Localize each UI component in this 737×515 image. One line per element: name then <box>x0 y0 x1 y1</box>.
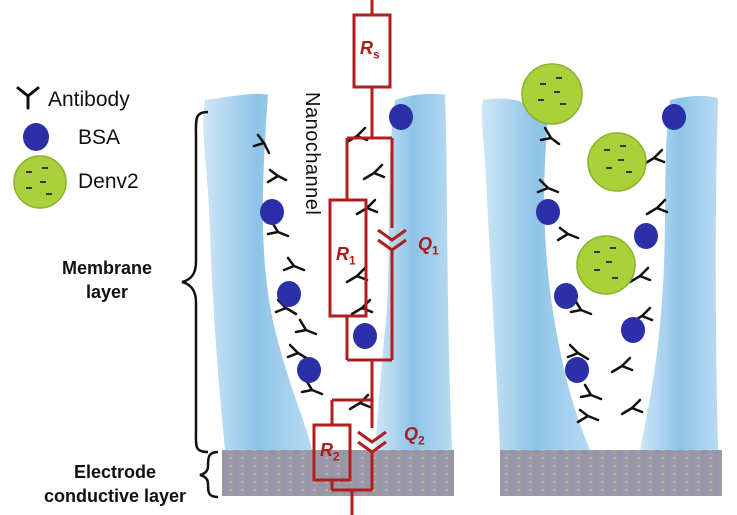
membrane-layer-label: Membrane layer <box>42 256 172 304</box>
antibody <box>266 168 288 184</box>
antibody <box>539 126 561 146</box>
left-bsa <box>260 104 413 383</box>
antibody <box>362 163 386 181</box>
antibody <box>642 148 666 166</box>
bsa-molecule <box>260 199 284 225</box>
legend-bsa-label: BSA <box>78 126 121 149</box>
legend-antibody-icon <box>16 86 40 110</box>
bsa-molecule <box>277 281 301 307</box>
right-denv2 <box>521 63 647 295</box>
left-membrane-wall-right <box>375 93 452 450</box>
right-electrode-layer <box>500 450 722 496</box>
right-antibodies <box>536 126 669 424</box>
antibody <box>628 266 652 284</box>
antibody <box>348 393 372 411</box>
antibody <box>576 408 600 424</box>
q1-label: Q1 <box>418 234 439 258</box>
left-antibodies <box>252 126 386 411</box>
bsa-molecule <box>389 104 413 130</box>
denv2-particle <box>576 235 636 295</box>
denv2-particle <box>587 132 647 192</box>
left-electrode-layer <box>222 450 454 496</box>
left-membrane <box>203 93 452 450</box>
rs-label: Rs <box>360 38 380 62</box>
antibody <box>566 343 590 361</box>
antibody <box>286 343 310 361</box>
legend-denv2-charges <box>26 167 52 195</box>
antibody <box>556 226 580 242</box>
right-bsa <box>536 104 686 383</box>
right-membrane-wall-left <box>481 98 590 450</box>
bsa-molecule <box>536 199 560 225</box>
bsa-molecule <box>554 283 578 309</box>
membrane-label-line2: layer <box>85 282 129 302</box>
membrane-label-line1: Membrane <box>61 258 153 278</box>
bsa-molecule <box>353 323 377 349</box>
r1-label: R1 <box>336 244 356 268</box>
antibody <box>350 298 374 316</box>
electrode-layer-label: Electrode conductive layer <box>20 460 210 508</box>
antibody <box>536 178 560 194</box>
equivalent-circuit <box>312 0 407 515</box>
denv2-charges <box>538 77 632 279</box>
q2-label: Q2 <box>404 424 425 448</box>
left-membrane-wall-left <box>203 93 312 450</box>
right-membrane-wall-right <box>640 95 718 450</box>
antibody <box>569 298 593 316</box>
legend-bsa-icon <box>23 123 49 151</box>
bsa-molecule <box>634 223 658 249</box>
antibody <box>345 126 369 144</box>
antibody <box>620 398 644 416</box>
antibody <box>294 318 318 336</box>
antibody <box>266 220 290 238</box>
bsa-molecule <box>621 317 645 343</box>
antibody <box>282 256 306 272</box>
r2-label: R2 <box>320 440 340 464</box>
bsa-molecule <box>662 104 686 130</box>
legend-antibody-label: Antibody <box>48 88 130 111</box>
antibody <box>345 266 369 284</box>
bsa-molecule <box>565 357 589 383</box>
bsa-molecule <box>297 357 321 383</box>
antibody <box>645 198 669 216</box>
electrode-label-line1: Electrode <box>73 462 157 482</box>
electrode-label-line2: conductive layer <box>43 486 187 506</box>
antibody <box>610 356 634 374</box>
membrane-bracket <box>181 110 209 454</box>
antibody <box>300 378 324 396</box>
antibody <box>252 133 271 155</box>
nanochannel-label: Nanochannel <box>301 92 323 216</box>
electrode-bracket <box>199 450 219 499</box>
denv2-particle <box>521 63 583 125</box>
legend-denv2-label: Denv2 <box>78 170 139 193</box>
right-membrane <box>481 95 718 450</box>
antibody <box>579 383 603 401</box>
